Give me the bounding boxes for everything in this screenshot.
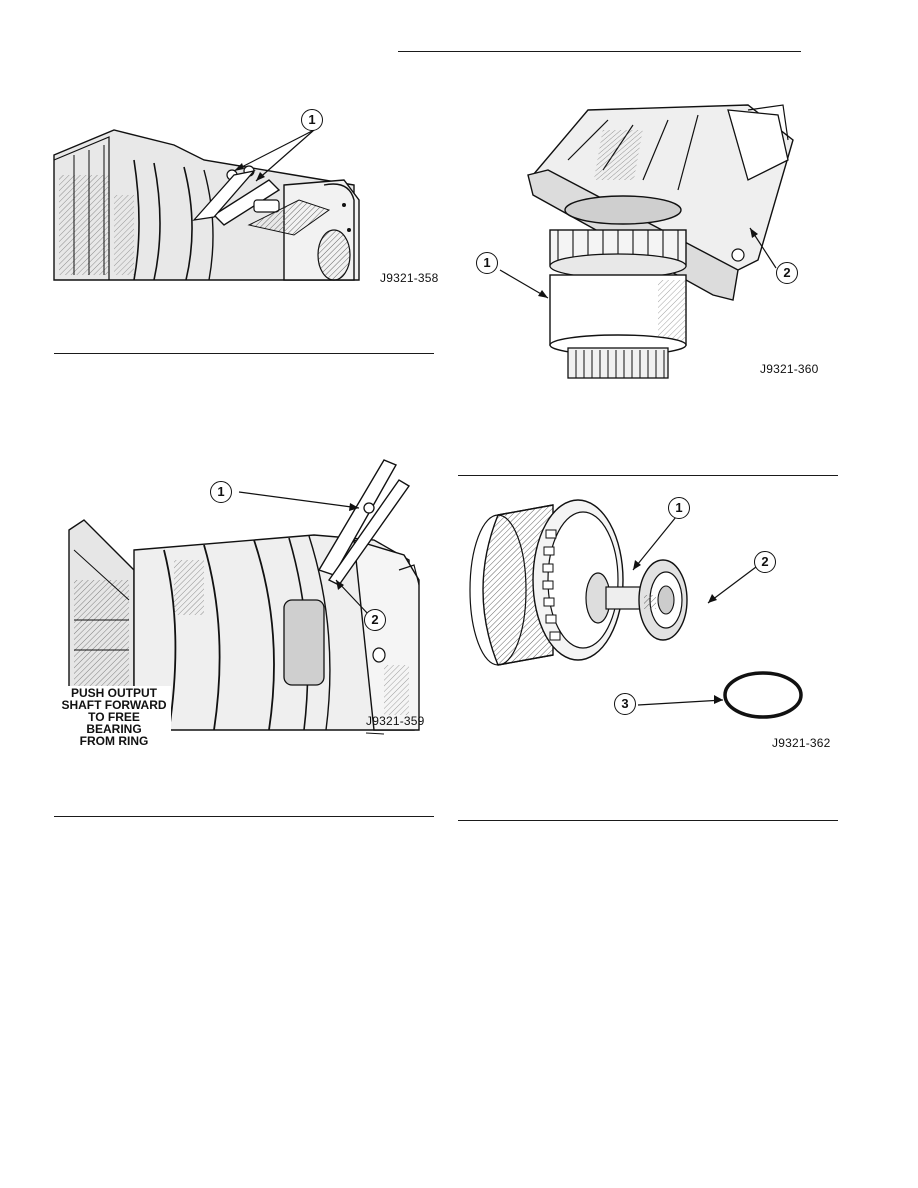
note-line-1: PUSH OUTPUT: [70, 686, 157, 700]
left-rule-1: [54, 353, 434, 354]
output-shaft-bearing-illustration: [499, 104, 794, 379]
figure-j9321-360: 1 2 J9321-360: [458, 100, 838, 390]
transmission-housing-illustration: [53, 129, 360, 281]
callout-2: 2: [364, 609, 386, 631]
figure-j9321-362: 1 2 3 J9321-362: [458, 495, 838, 760]
figure-id: J9321-359: [366, 714, 425, 728]
note-line-2: SHAFT FORWARD: [61, 698, 167, 712]
push-output-shaft-note: PUSH OUTPUT SHAFT FORWARD TO FREE BEARIN…: [57, 686, 171, 748]
callout-3: 3: [614, 693, 636, 715]
callout-2: 2: [754, 551, 776, 573]
callout-1: 1: [301, 109, 323, 131]
callout-1: 1: [476, 252, 498, 274]
callout-1: 1: [668, 497, 690, 519]
figure-id: J9321-360: [760, 362, 819, 376]
top-right-rule: [398, 51, 801, 52]
shaft-bearing-snap-ring-illustration: [469, 499, 803, 719]
callout-2: 2: [776, 262, 798, 284]
right-rule-1: [458, 475, 838, 476]
figure-id: J9321-362: [772, 736, 831, 750]
figure-j9321-359: 1 2 PUSH OUTPUT SHAFT FORWARD TO FREE BE…: [54, 450, 434, 748]
callout-1: 1: [210, 481, 232, 503]
figure-j9321-358: 1 J9321-358: [53, 105, 438, 305]
note-line-3: TO FREE BEARING: [86, 710, 142, 736]
left-rule-2: [54, 816, 434, 817]
right-rule-2: [458, 820, 838, 821]
figure-id: J9321-358: [380, 271, 439, 285]
note-line-4: FROM RING: [79, 734, 149, 748]
